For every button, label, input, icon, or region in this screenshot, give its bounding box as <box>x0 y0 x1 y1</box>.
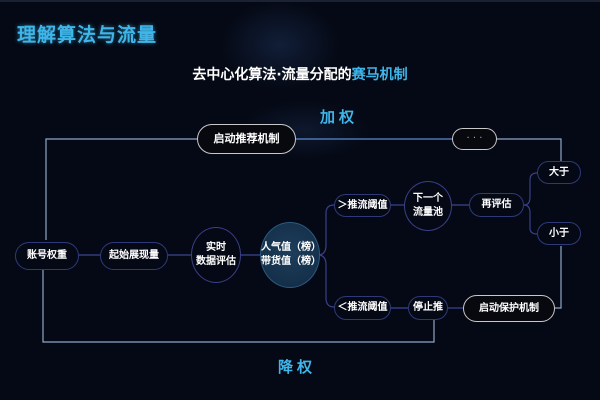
node-stop-push: 停止推 <box>408 296 448 320</box>
node-popularity-sales-metrics: 人气值（榜） 带货值（榜） <box>260 222 321 288</box>
diagram-subtitle: 去中心化算法·流量分配的赛马机制 <box>0 64 600 84</box>
node-realtime-evaluation: 实时 数据评估 <box>191 227 241 283</box>
node-protect-mechanism: 启动保护机制 <box>463 295 555 322</box>
node-re-evaluate: 再评估 <box>469 193 524 217</box>
node-below-threshold: ＜推流阈值 <box>334 296 391 320</box>
subtitle-prefix: 去中心化算法·流量分配的 <box>192 67 352 83</box>
node-recommend-mechanism: 启动推荐机制 <box>197 124 296 154</box>
node-above-threshold: ＞推流阈值 <box>334 194 391 217</box>
page-title: 理解算法与流量 <box>17 24 158 46</box>
node-initial-exposure: 起始展现量 <box>100 242 168 270</box>
node-account-weight: 账号权重 <box>15 242 79 270</box>
realtime-line1: 实时 <box>206 242 226 253</box>
weight-down-label: 降权 <box>278 358 317 376</box>
top-border <box>0 0 600 2</box>
node-next-traffic-pool: 下一个 流量池 <box>404 181 452 231</box>
metrics-line1: 人气值（榜） <box>261 242 321 253</box>
metrics-line2: 带货值（榜） <box>261 256 321 267</box>
realtime-line2: 数据评估 <box>196 256 236 267</box>
weight-up-label: 加权 <box>320 108 359 126</box>
next-pool-line2: 流量池 <box>413 207 443 218</box>
subtitle-highlight: 赛马机制 <box>351 67 408 83</box>
node-ellipsis: · · · <box>452 128 497 150</box>
background-glow <box>220 0 340 90</box>
node-greater-than: 大于 <box>537 161 581 184</box>
next-pool-line1: 下一个 <box>413 193 443 204</box>
node-less-than: 小于 <box>537 222 581 245</box>
